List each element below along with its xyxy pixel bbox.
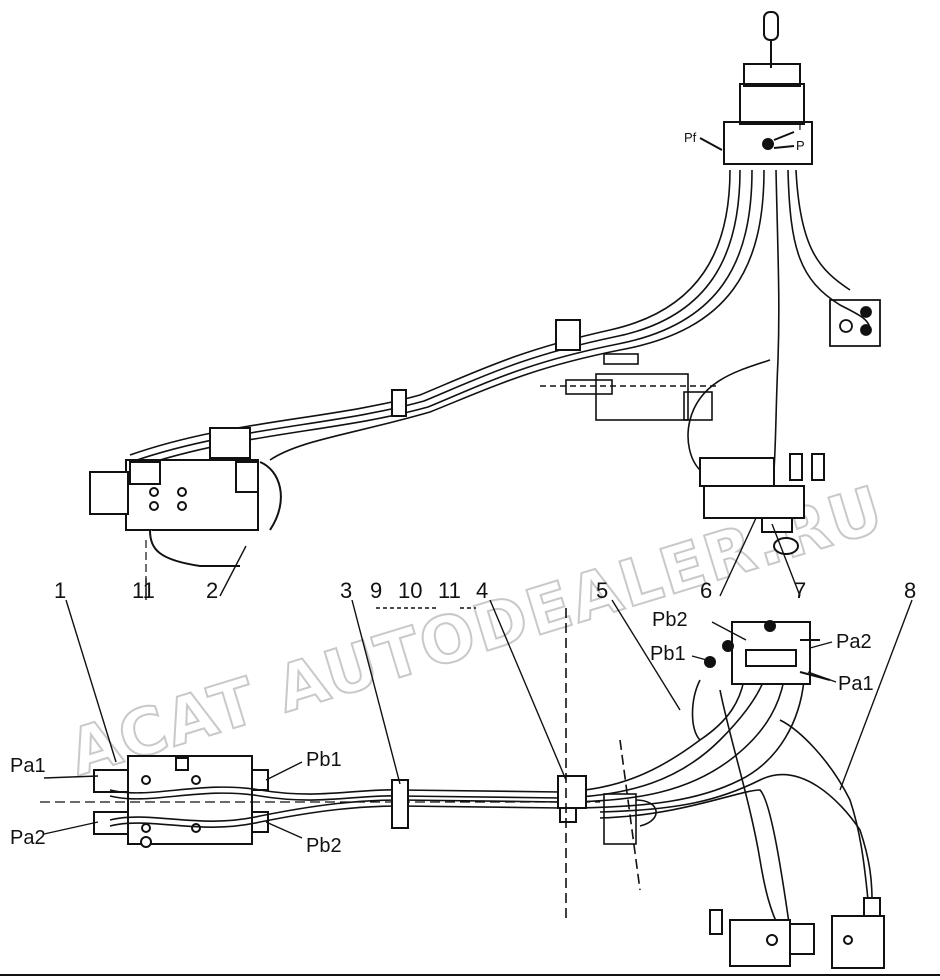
port-label-left-pb1: Pb1	[306, 749, 342, 771]
pilot-label-t: T	[796, 118, 804, 133]
bottom-valve-left	[709, 909, 815, 967]
pilot-port-t	[762, 138, 774, 150]
part-number-8: 8	[904, 578, 916, 603]
port-label-left-pa2: Pa2	[10, 827, 46, 849]
part-number-5: 5	[596, 578, 608, 603]
part-number-7: 7	[794, 578, 806, 603]
pilot-label-pf: Pf	[684, 130, 697, 145]
port-label-right-pb1: Pb1	[650, 643, 686, 665]
bottom-valve-right	[831, 897, 885, 969]
joystick-boot	[743, 63, 801, 87]
port-label-left-pa1: Pa1	[10, 755, 46, 777]
mounting-bracket	[540, 353, 716, 421]
part-number-1: 1	[54, 578, 66, 603]
lower-bracket	[565, 608, 657, 920]
selector-valve-upper	[699, 453, 825, 555]
upper-hose-bundle	[129, 169, 871, 471]
joystick-knob	[763, 11, 779, 41]
part-number-4: 4	[476, 578, 488, 603]
port-label-right-pa2: Pa2	[836, 631, 872, 653]
pilot-block-lower	[704, 620, 831, 685]
part-number-2: 2	[206, 578, 218, 603]
joystick-housing	[739, 83, 805, 125]
part-number-3: 3	[340, 578, 352, 603]
right-bracket	[829, 299, 881, 347]
part-number-6: 6	[700, 578, 712, 603]
pilot-label-p: P	[796, 138, 805, 153]
port-label-left-pb2: Pb2	[306, 835, 342, 857]
pilot-joystick	[699, 11, 813, 165]
part-number-10: 10	[398, 578, 422, 603]
hose-clamp-lower	[391, 775, 587, 829]
port-label-right-pa1: Pa1	[838, 673, 874, 695]
part-number-9: 9	[370, 578, 382, 603]
pilot-valve-body	[723, 121, 813, 165]
main-valve-upper	[89, 427, 282, 567]
part-number-11-upper: 11	[132, 578, 155, 603]
part-number-11-lower: 11	[438, 578, 461, 603]
port-label-right-pb2: Pb2	[652, 609, 688, 631]
leader-lines	[43, 517, 913, 839]
hose-clamp-upper	[391, 319, 581, 417]
